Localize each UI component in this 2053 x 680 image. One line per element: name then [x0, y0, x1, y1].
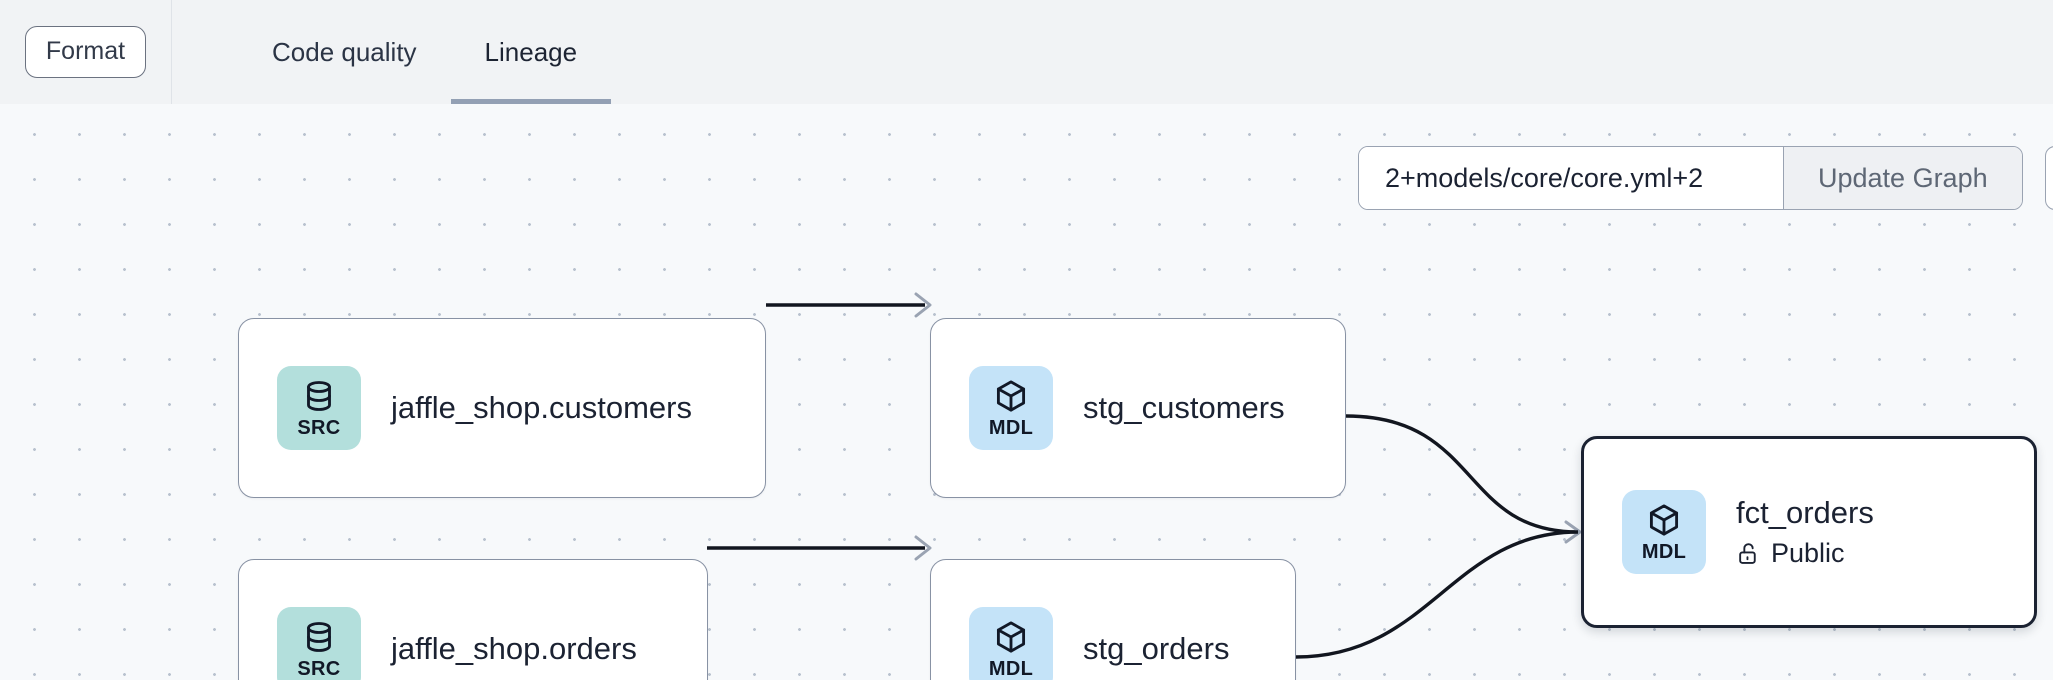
node-title: stg_orders [1083, 631, 1230, 667]
lineage-node-fct-orders[interactable]: MDL fct_orders Public [1581, 436, 2037, 628]
node-title: jaffle_shop.customers [391, 390, 692, 426]
model-badge-label: MDL [988, 417, 1034, 439]
graph-selector-control: Update Graph [1358, 146, 2023, 210]
edge-stg-customers-to-fct-orders [1345, 414, 1582, 544]
node-body: fct_orders Public [1736, 495, 1874, 569]
node-visibility: Public [1736, 538, 1874, 569]
model-badge-label: MDL [1641, 541, 1687, 563]
node-body: jaffle_shop.orders [391, 631, 637, 667]
update-graph-button[interactable]: Update Graph [1783, 147, 2022, 209]
lineage-node-jaffle-shop-orders[interactable]: SRC jaffle_shop.orders [238, 559, 708, 680]
node-title: fct_orders [1736, 495, 1874, 531]
model-badge-label: MDL [988, 658, 1034, 680]
cube-icon [996, 621, 1026, 653]
database-icon [307, 622, 331, 652]
tab-bar: Code quality Lineage [172, 0, 611, 104]
source-badge-label: SRC [297, 417, 341, 439]
cube-icon [1649, 504, 1679, 536]
cube-icon [996, 380, 1026, 412]
node-visibility-label: Public [1771, 537, 1845, 568]
node-title: jaffle_shop.orders [391, 631, 637, 667]
node-title: stg_customers [1083, 390, 1285, 426]
model-badge: MDL [1622, 490, 1706, 574]
model-badge: MDL [969, 366, 1053, 450]
lineage-node-jaffle-shop-customers[interactable]: SRC jaffle_shop.customers [238, 318, 766, 498]
node-body: jaffle_shop.customers [391, 390, 692, 426]
source-badge: SRC [277, 366, 361, 450]
clipped-right-control[interactable] [2045, 146, 2053, 210]
tab-code-quality[interactable]: Code quality [272, 36, 417, 67]
top-toolbar: Format Code quality Lineage [0, 0, 2053, 104]
lineage-node-stg-orders[interactable]: MDL stg_orders [930, 559, 1296, 680]
tab-lineage[interactable]: Lineage [450, 0, 612, 104]
lineage-node-stg-customers[interactable]: MDL stg_customers [930, 318, 1346, 498]
edge-stg-orders-to-fct-orders [1295, 530, 1579, 659]
toolbar-left-section: Format [0, 0, 172, 104]
model-badge: MDL [969, 607, 1053, 680]
edge-src-customers-to-stg-customers [766, 292, 932, 318]
graph-selector-input[interactable] [1359, 147, 1783, 209]
database-icon [307, 381, 331, 411]
source-badge: SRC [277, 607, 361, 680]
node-body: stg_orders [1083, 631, 1229, 667]
edge-src-orders-to-stg-orders [707, 535, 932, 561]
lineage-canvas[interactable]: SRC jaffle_shop.customers MDL stg_custom… [0, 104, 2053, 680]
format-button[interactable]: Format [24, 26, 147, 78]
source-badge-label: SRC [297, 658, 341, 680]
unlock-icon [1739, 543, 1756, 564]
node-body: stg_customers [1083, 390, 1285, 426]
